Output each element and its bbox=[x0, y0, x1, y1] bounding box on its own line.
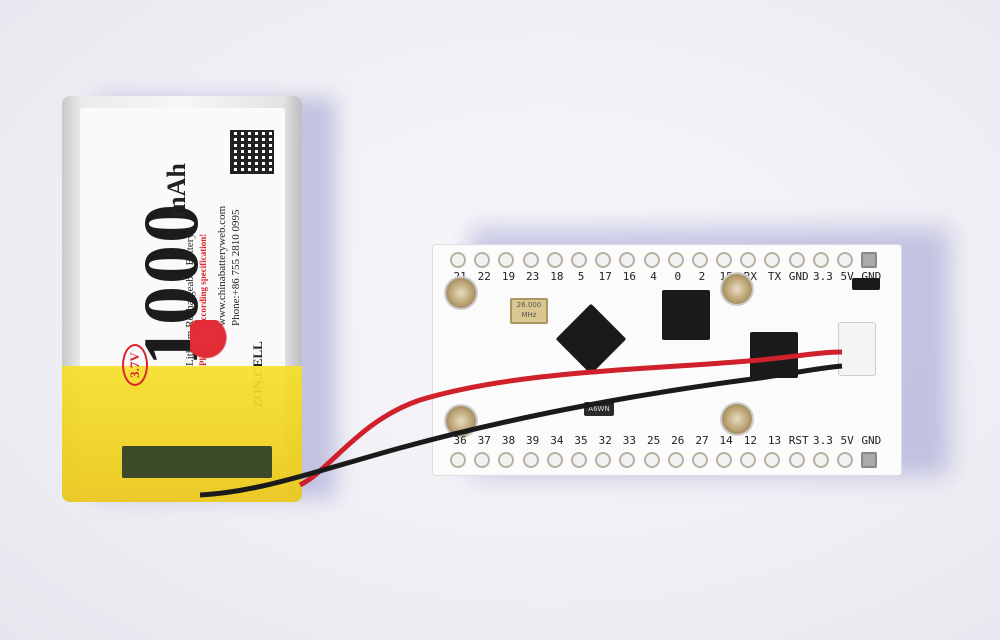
lipo-battery: 1000 mAh Lithium Rechargeable Battery Pl… bbox=[62, 96, 302, 502]
black-wire bbox=[199, 363, 843, 498]
screw-icon bbox=[446, 278, 476, 308]
yellow-tape bbox=[62, 366, 302, 502]
bottom-pin-row bbox=[450, 452, 878, 468]
red-wire bbox=[298, 349, 843, 488]
brand-logo-icon bbox=[190, 320, 230, 364]
crystal-oscillator: 26.000 MHz bbox=[510, 298, 548, 324]
protection-circuit bbox=[122, 446, 272, 478]
power-switch[interactable] bbox=[852, 278, 880, 290]
battery-jst-connector[interactable] bbox=[838, 322, 876, 376]
screw-icon bbox=[722, 404, 752, 434]
flash-chip bbox=[662, 290, 710, 340]
screw-icon bbox=[722, 274, 752, 304]
top-pin-row bbox=[450, 252, 878, 268]
qr-code-icon bbox=[230, 130, 274, 174]
